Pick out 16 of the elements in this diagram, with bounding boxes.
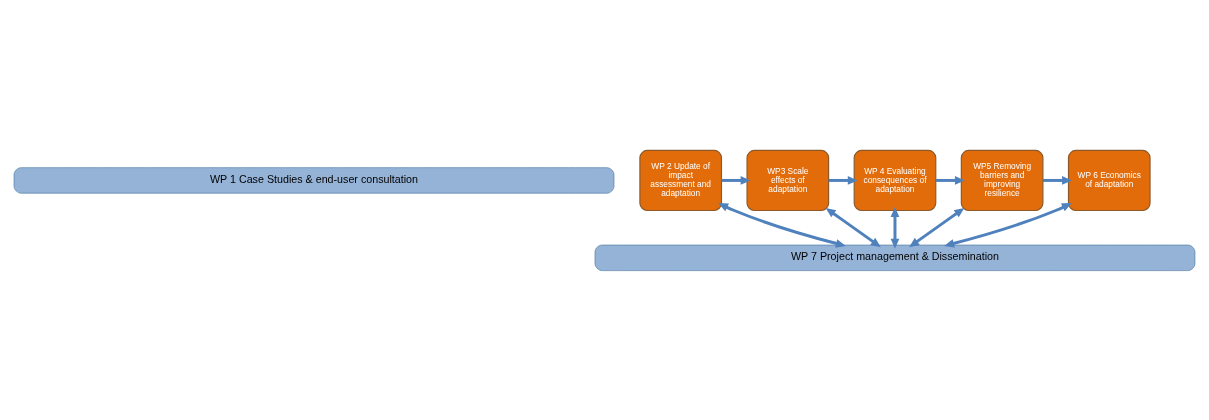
- arrow: [909, 207, 965, 247]
- node-box: WP 6 Economics of adaptation: [1067, 149, 1151, 211]
- arrow: [944, 202, 1072, 248]
- arrow: [935, 175, 965, 185]
- arrow: [718, 202, 846, 248]
- node-box: WP5 Removing barriers and improving resilience: [960, 149, 1044, 211]
- node-box: WP3 Scale effects of adaptation: [746, 149, 830, 211]
- node-box: WP 1 Case Studies & end-user consultation: [13, 166, 615, 194]
- arrow: [1042, 175, 1073, 185]
- arrow: [721, 175, 751, 185]
- node-box: WP 2 Update of impact assessment and adaptation: [639, 149, 723, 211]
- arrow: [890, 206, 900, 249]
- node-box: WP 7 Project management & Dissemination: [594, 244, 1196, 271]
- arrow: [825, 207, 881, 247]
- arrow: [828, 175, 858, 185]
- node-box: WP 4 Evaluating consequences of adaptation: [853, 149, 937, 211]
